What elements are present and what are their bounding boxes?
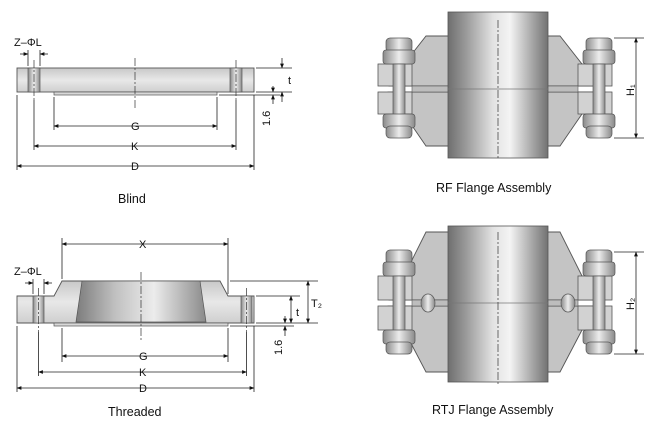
blind-t-label: t (288, 75, 291, 87)
blind-g-label: G (131, 121, 140, 133)
rf-bolt-right (582, 37, 616, 139)
threaded-flange: Z–ΦL X G K D T₂ t (14, 238, 322, 419)
blind-k-label: K (131, 141, 139, 153)
rf-flange-assembly: H₁ RF Flange Assembly (377, 11, 644, 195)
threaded-rf-height-label: 1.6 (273, 340, 285, 355)
threaded-t-label: t (296, 307, 299, 319)
rtj-bolt-right (582, 249, 616, 355)
rf-bolt-left (382, 37, 416, 139)
rf-caption: RF Flange Assembly (436, 181, 552, 195)
rf-h1-label: H₁ (625, 84, 637, 96)
rtj-flange-assembly: H₂ RTJ Flange Assembly (377, 225, 644, 417)
threaded-bolt-label: Z–ΦL (14, 266, 42, 278)
rtj-h2-label: H₂ (625, 298, 637, 310)
blind-flange: Z–ΦL G K D t 1.6 Blind (14, 37, 292, 206)
blind-flange-body (16, 67, 255, 93)
threaded-k-label: K (139, 367, 147, 379)
threaded-d-label: D (139, 383, 147, 395)
blind-d-label: D (131, 161, 139, 173)
blind-rf-height-label: 1.6 (261, 111, 273, 126)
rtj-ring-gasket-right (560, 293, 576, 313)
rtj-bolt-left (382, 249, 416, 355)
rtj-caption: RTJ Flange Assembly (432, 403, 554, 417)
threaded-t2-label: T₂ (311, 298, 322, 310)
blind-raised-face (53, 91, 218, 96)
threaded-caption: Threaded (108, 405, 162, 419)
threaded-g-label: G (139, 351, 148, 363)
blind-caption: Blind (118, 192, 146, 206)
rtj-ring-gasket-left (420, 293, 436, 313)
blind-bolt-label: Z–ΦL (14, 37, 42, 49)
threaded-x-label: X (139, 239, 147, 251)
